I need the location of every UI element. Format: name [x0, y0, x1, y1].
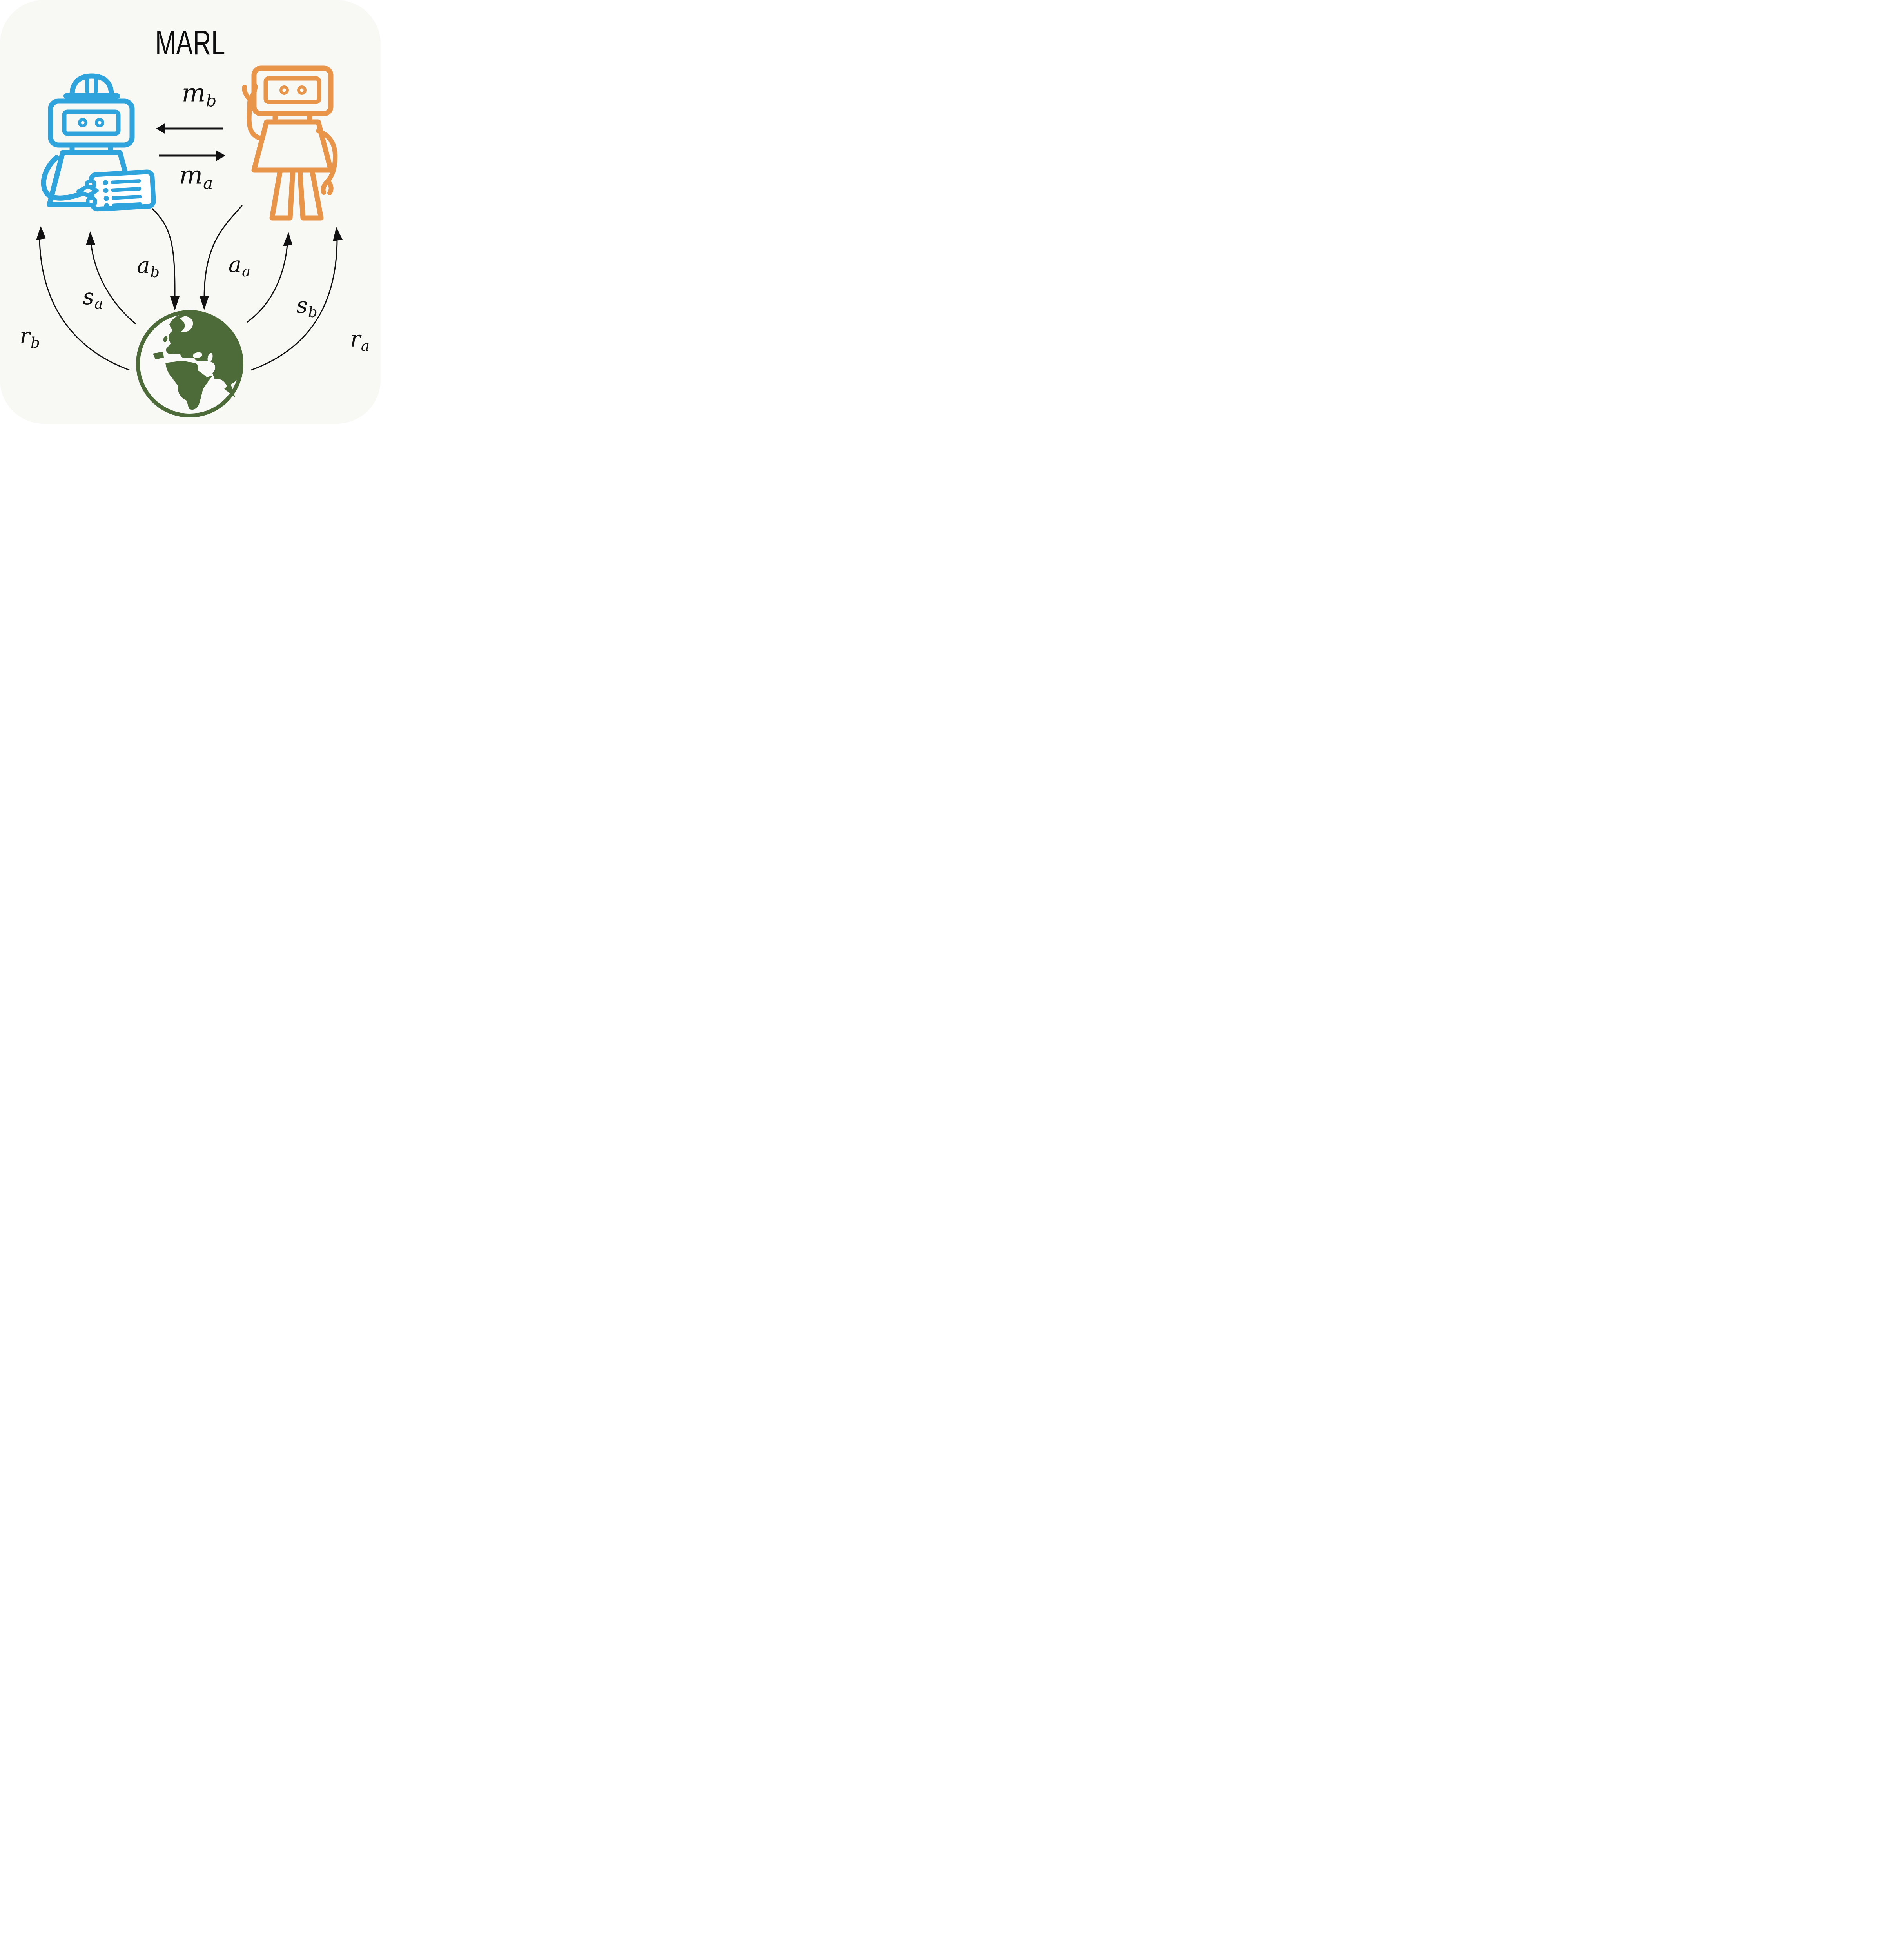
robot-visor: [62, 109, 121, 136]
marl-figure: MARL: [0, 0, 381, 424]
robot-arm: [41, 155, 88, 201]
figure-title: MARL: [155, 23, 225, 62]
reward-a-arrow: [251, 227, 343, 371]
message-a-arrow: [159, 150, 225, 161]
reward-b-label: rb: [20, 323, 40, 352]
action-a-arrow: [200, 205, 243, 310]
hard-hat-dome: [69, 73, 114, 96]
reward-b-arrow: [36, 226, 130, 371]
hard-hat-stripes: [85, 76, 98, 94]
claw-hand: [242, 83, 258, 102]
hanging-arm: [316, 129, 338, 183]
state-a-arrow: [86, 231, 136, 325]
message-a-label: ma: [179, 161, 213, 193]
robot-leg: [297, 167, 324, 221]
robot-gripper: [76, 184, 99, 198]
robot-head: [48, 98, 135, 148]
robot-body: [251, 119, 334, 173]
waving-robot-icon: [242, 65, 338, 221]
robot-leg: [269, 167, 296, 221]
message-b-arrow: [156, 123, 223, 134]
reward-a-label: ra: [350, 326, 370, 355]
earth-globe-icon: [136, 310, 243, 417]
action-b-label: ab: [136, 252, 160, 281]
robot-visor: [263, 76, 321, 104]
robot-with-checklist-icon: [41, 73, 156, 212]
action-b-arrow: [151, 208, 180, 310]
state-b-arrow: [247, 232, 292, 323]
action-a-label: aa: [228, 252, 251, 280]
message-b-label: mb: [181, 78, 217, 111]
waving-arm: [247, 97, 262, 140]
diagram-canvas: [36, 123, 343, 417]
claw-hand: [321, 179, 334, 195]
state-b-label: sb: [296, 292, 317, 321]
state-a-label: sa: [83, 284, 103, 312]
